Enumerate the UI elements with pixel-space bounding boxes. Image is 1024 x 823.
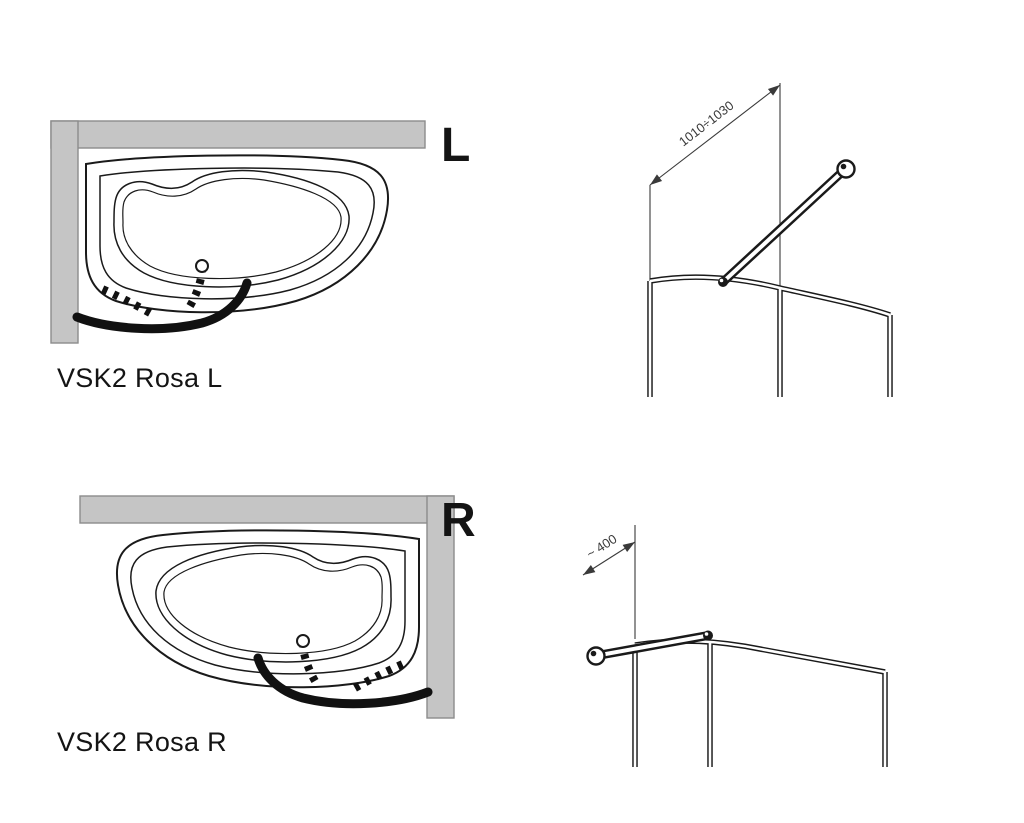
bar-pivot-highlight	[704, 632, 709, 636]
bar-pivot-joint	[703, 630, 713, 641]
caption-r: VSK2 Rosa R	[57, 727, 227, 757]
orientation-label-r: R	[441, 494, 476, 547]
support-bar-inner	[601, 633, 710, 657]
tub-plan-group-mirrored	[80, 496, 454, 718]
plan-view-l	[50, 120, 426, 344]
bar-pivot-joint	[718, 277, 728, 287]
screen-frame-inner	[648, 275, 892, 397]
tub-basin-outer	[113, 169, 350, 288]
dimension-line	[649, 84, 781, 186]
bar-ball-end	[586, 646, 606, 666]
wall-vertical	[50, 120, 79, 344]
tub-rim-inner	[99, 167, 375, 300]
dimension-arrowhead-start	[583, 565, 596, 575]
tub-plan-group	[50, 120, 426, 344]
bar-ball-shading	[590, 650, 597, 657]
elevation-view-l: 1010÷1030	[647, 83, 893, 397]
orientation-label-l: L	[441, 119, 471, 172]
dimension-arrowhead-end	[622, 542, 635, 552]
dimension-arrowhead-end	[767, 85, 780, 96]
dimension-label-r: ~ 400	[584, 531, 620, 561]
tub-basin-inner	[122, 177, 342, 280]
screen-plan-closed	[72, 278, 252, 334]
elevation-view-r: ~ 400	[582, 525, 888, 767]
bar-ball-shading	[840, 163, 847, 170]
plan-view-r	[55, 495, 455, 735]
dimension-arrowhead-start	[650, 174, 663, 185]
support-bar-inner	[721, 171, 843, 284]
caption-l: VSK2 Rosa L	[57, 363, 223, 393]
screen-frame	[632, 638, 888, 767]
wall-horizontal	[50, 120, 426, 149]
screen-plan-folded-left	[98, 284, 152, 317]
hinge-knob	[195, 259, 209, 273]
bar-ball-end	[836, 159, 856, 179]
bar-pivot-highlight	[719, 278, 724, 283]
screen-frame-inner	[633, 639, 887, 767]
screen-plan-folded-right	[186, 271, 206, 309]
screen-frame	[647, 274, 893, 397]
